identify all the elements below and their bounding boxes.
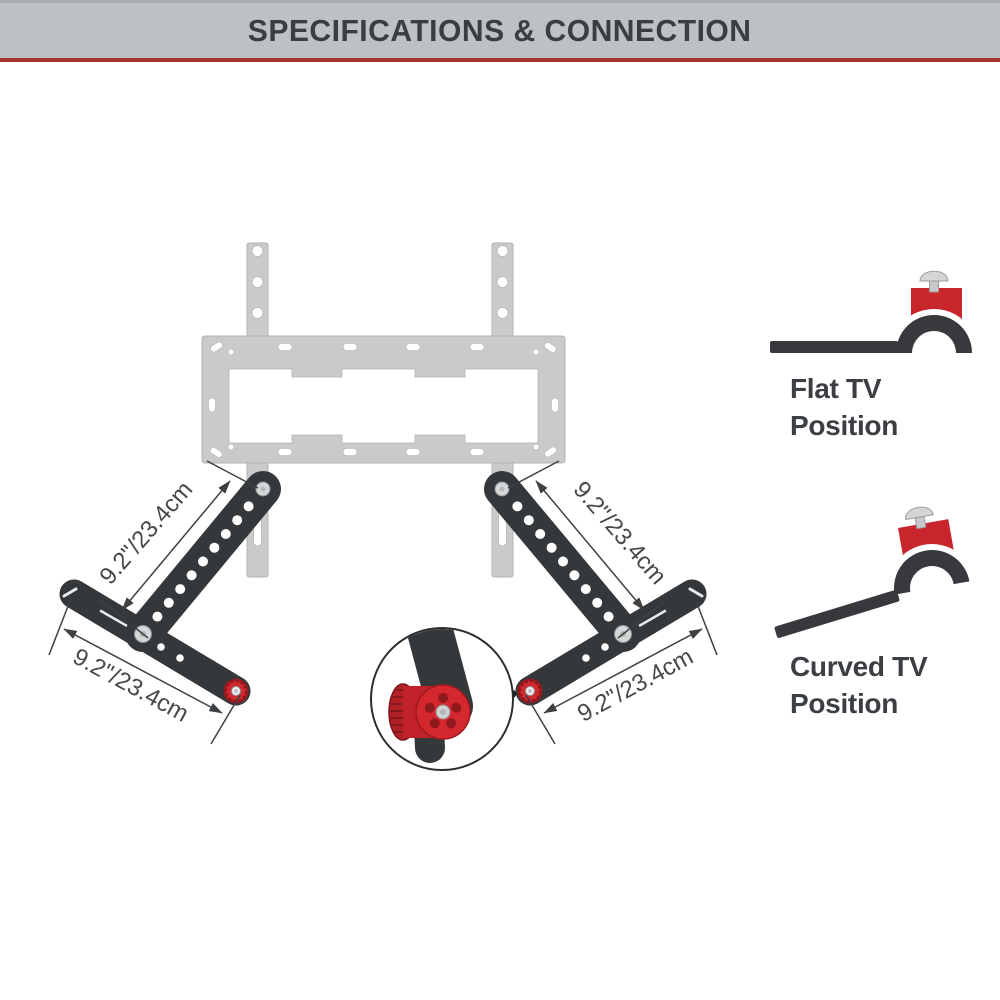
top-bolt-left	[255, 481, 271, 497]
curved-icon-red-block	[898, 519, 954, 556]
flat-icon-screw	[919, 270, 949, 293]
dimension-line-right-upper	[535, 480, 645, 611]
flat-icon-tv-bar	[770, 341, 898, 353]
flat-icon-arch	[896, 315, 972, 353]
bracket-wall-plate	[201, 335, 566, 464]
lower-arm-right-end-slot	[688, 587, 704, 598]
curved-icon-screw	[905, 506, 934, 530]
dimension-annotations	[48, 460, 718, 745]
extension-line	[525, 694, 556, 745]
extension-line	[48, 600, 71, 656]
extension-line	[695, 600, 718, 656]
curved-icon-arch	[894, 550, 970, 595]
curved-tv-position-icon	[774, 506, 970, 638]
dimension-line-right-lower	[543, 628, 703, 714]
dimension-line-left-lower	[63, 628, 223, 714]
flat-tv-position-label: Flat TV Position	[790, 370, 898, 444]
tv-wall-bracket	[201, 242, 566, 578]
callout-content	[388, 629, 473, 763]
arm-hole	[157, 643, 165, 651]
extension-line	[210, 694, 241, 745]
page-title: SPECIFICATIONS & CONNECTION	[248, 12, 752, 48]
arm-hole	[601, 643, 609, 651]
top-bolt-right	[494, 481, 510, 497]
header-bar: SPECIFICATIONS & CONNECTION	[0, 0, 1000, 62]
plate-cutout	[228, 368, 539, 444]
callout-knob	[403, 684, 471, 740]
lower-arm-left-end-slot	[62, 587, 78, 598]
flat-label-line1: Flat TV	[790, 373, 882, 404]
dimension-line-left-upper	[121, 480, 231, 611]
knob-detail-callout	[370, 627, 517, 771]
callout-arm-slot	[400, 649, 418, 691]
curved-label-line1: Curved TV	[790, 651, 928, 682]
extension-line	[206, 460, 259, 489]
extension-line	[507, 460, 560, 489]
curved-label-line2: Position	[790, 688, 899, 719]
curved-tv-position-label: Curved TV Position	[790, 648, 928, 722]
adjustment-knob-right	[517, 678, 543, 704]
flat-label-line2: Position	[790, 410, 899, 441]
curved-icon-tv-bar	[774, 590, 900, 638]
arm-hole	[176, 654, 184, 662]
knob-spoke-holes	[424, 693, 462, 729]
flat-tv-position-icon	[770, 270, 972, 353]
adjustment-knob-left	[223, 678, 249, 704]
flat-icon-red-block	[911, 288, 962, 320]
arm-hole	[582, 654, 590, 662]
